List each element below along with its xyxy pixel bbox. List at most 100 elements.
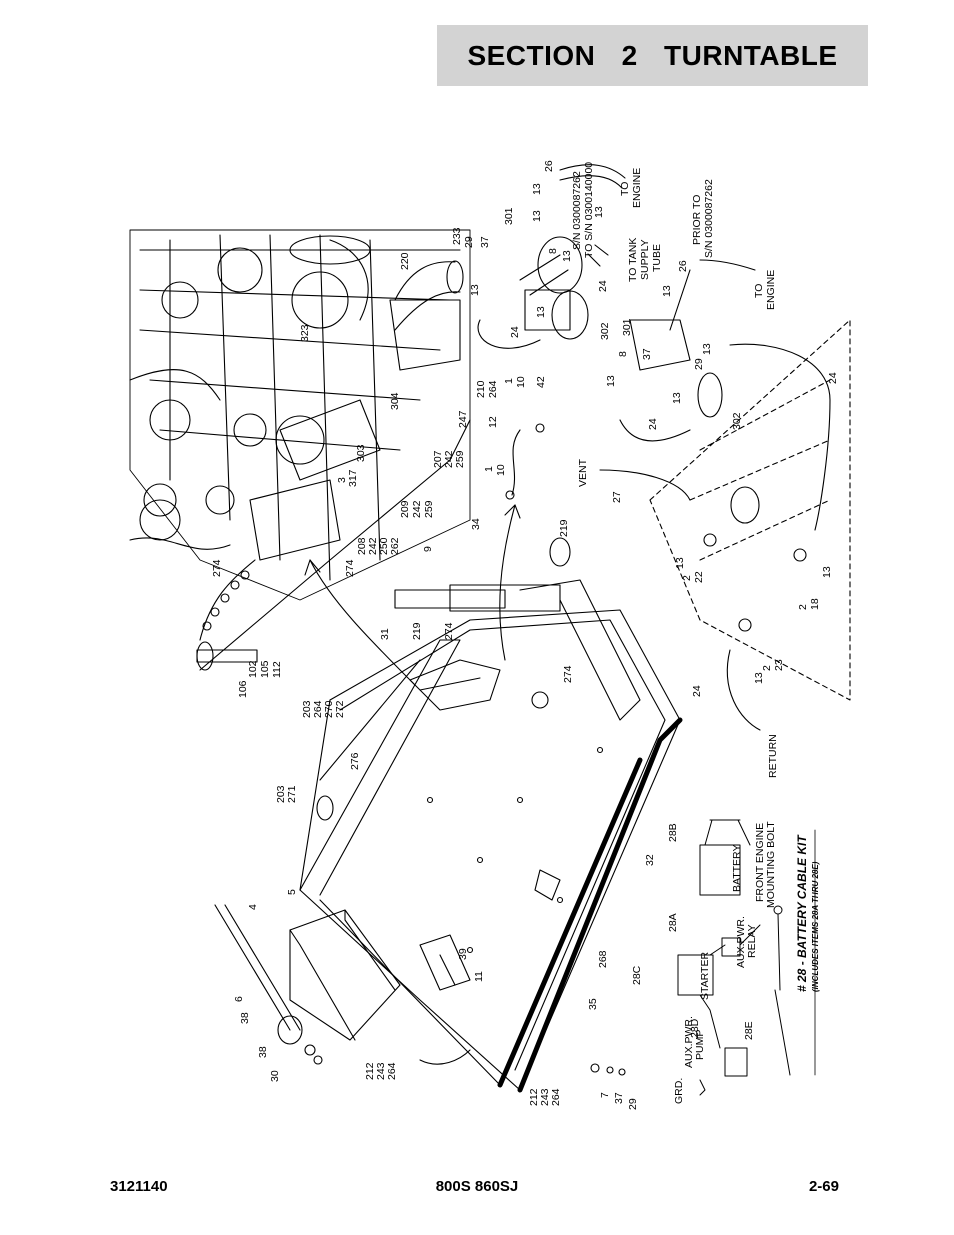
arrow-curve-right: [499, 504, 516, 661]
callout-a45: 304: [389, 392, 401, 410]
callout-a105: AUX.PWR.: [735, 916, 747, 968]
callout-a94: RETURN: [767, 734, 779, 778]
callout-a48: 207: [432, 450, 444, 468]
rail-276: [299, 639, 461, 896]
callout-a95: 203: [275, 785, 287, 803]
callout-a127: 7: [599, 1092, 611, 1098]
callout-a96: 271: [286, 785, 298, 803]
callout-a19: TO TANK: [627, 238, 639, 282]
callout-a82: 112: [271, 661, 283, 678]
section-title: SECTION 2 TURNTABLE: [467, 39, 838, 71]
callout-a65: 262: [389, 537, 401, 555]
kit-title: # 28 - BATTERY CABLE KIT: [795, 834, 809, 992]
bracket-274: [409, 579, 641, 721]
callout-a43: 302: [731, 412, 743, 430]
callout-a50: 259: [454, 450, 466, 468]
callout-a71: 13: [674, 557, 686, 569]
callout-a12: 233: [451, 227, 463, 245]
callout-a118: 30: [269, 1070, 281, 1082]
callout-a92: 24: [691, 685, 703, 697]
callout-a51: 303: [355, 444, 367, 462]
turntable-plate: [199, 419, 683, 1093]
lanyard-chain: [196, 559, 258, 671]
callout-a114: 35: [587, 998, 599, 1010]
callout-a52: 24: [647, 418, 659, 430]
callout-a20: SUPPLY: [639, 239, 651, 280]
callout-a74: 13: [821, 566, 833, 578]
callout-a64: 250: [378, 537, 390, 555]
callout-labels: 26 13 TO ENGINE 301 13 S/N 0300087262 TO…: [211, 160, 839, 1110]
callout-a130: GRD.: [673, 1078, 685, 1104]
callout-a39: 264: [487, 380, 499, 398]
callout-a126: 264: [550, 1088, 562, 1106]
callout-a40: 1: [503, 378, 515, 384]
callout-a34: 13: [701, 343, 713, 355]
callout-a90: 2: [761, 665, 773, 671]
callout-a111: 11: [473, 971, 485, 982]
callout-a108: STARTER: [699, 952, 711, 1000]
callout-a47: 12: [487, 416, 499, 428]
callout-a08: TO S/N 0300140000: [583, 162, 595, 258]
callout-a57: 10: [495, 464, 507, 476]
callout-a103: 4: [247, 904, 259, 910]
callout-a85: 264: [312, 700, 324, 718]
callout-a02: 13: [531, 183, 543, 195]
callout-a84: 203: [301, 700, 313, 718]
callout-a56: 1: [483, 466, 495, 472]
callout-a120: 243: [375, 1062, 387, 1080]
callout-a117: 38: [257, 1046, 269, 1058]
callout-a81: 105: [259, 660, 271, 678]
callout-a17: 13: [469, 284, 481, 296]
callout-a102: 5: [286, 889, 298, 895]
callout-a41: 10: [515, 376, 527, 388]
air-intake-elbow: [394, 260, 464, 331]
callout-a25: TO: [753, 284, 765, 298]
callout-a42: 42: [535, 376, 547, 388]
callout-a72: 2: [681, 575, 693, 581]
section-header: SECTION 2 TURNTABLE: [437, 25, 868, 86]
callout-a49: 242: [443, 450, 455, 468]
callout-a66: 34: [470, 518, 482, 530]
engine-assembly: [129, 229, 471, 601]
callout-a125: 243: [539, 1088, 551, 1106]
callout-a37: 13: [671, 392, 683, 404]
callout-a83: 106: [237, 680, 249, 698]
callout-a101: 32: [644, 854, 656, 866]
footer-page-number: 2-69: [808, 1178, 839, 1195]
callout-a46: 247: [457, 410, 469, 428]
callout-a63: 242: [367, 537, 379, 555]
callout-a58: 27: [611, 491, 623, 503]
callout-a93: 276: [349, 752, 361, 770]
callout-a53: 3: [336, 477, 348, 483]
callout-a70: 274: [344, 559, 356, 577]
callout-a61: 259: [423, 500, 435, 518]
footer-doc-number: 3121140: [110, 1178, 168, 1195]
callout-a91: 23: [773, 659, 785, 671]
callout-a11: S/N 0300087262: [703, 179, 715, 258]
callout-a122: AUX.PWR.: [683, 1016, 695, 1068]
callout-a33: 37: [641, 348, 653, 360]
battery-cable-kit-schematic: [677, 819, 816, 1096]
callout-a59: 209: [399, 500, 411, 518]
callout-a97: 28B: [667, 823, 679, 842]
callout-a38: 210: [475, 380, 487, 398]
callout-a27: 24: [509, 326, 521, 338]
callout-a128: 37: [613, 1092, 625, 1104]
callout-a109: 268: [597, 950, 609, 968]
callout-a32: 8: [617, 351, 629, 357]
callout-a121: 264: [386, 1062, 398, 1080]
callout-a110: 39: [457, 948, 469, 960]
callout-a10: PRIOR TO: [691, 195, 703, 245]
callout-a36: 13: [605, 375, 617, 387]
callout-a29: 323: [299, 324, 311, 342]
callout-a123: PUMP: [694, 1030, 706, 1060]
footer-model: 800S 860SJ: [435, 1178, 519, 1195]
callout-a112: 6: [233, 996, 245, 1002]
callout-a22: 24: [597, 280, 609, 292]
callout-a68: 219: [558, 519, 570, 537]
callout-a26: ENGINE: [765, 270, 777, 310]
callout-a129: 29: [627, 1098, 639, 1110]
callout-a69: 274: [211, 559, 223, 577]
callout-a76: 219: [411, 622, 423, 640]
callout-a14: 37: [479, 236, 491, 248]
